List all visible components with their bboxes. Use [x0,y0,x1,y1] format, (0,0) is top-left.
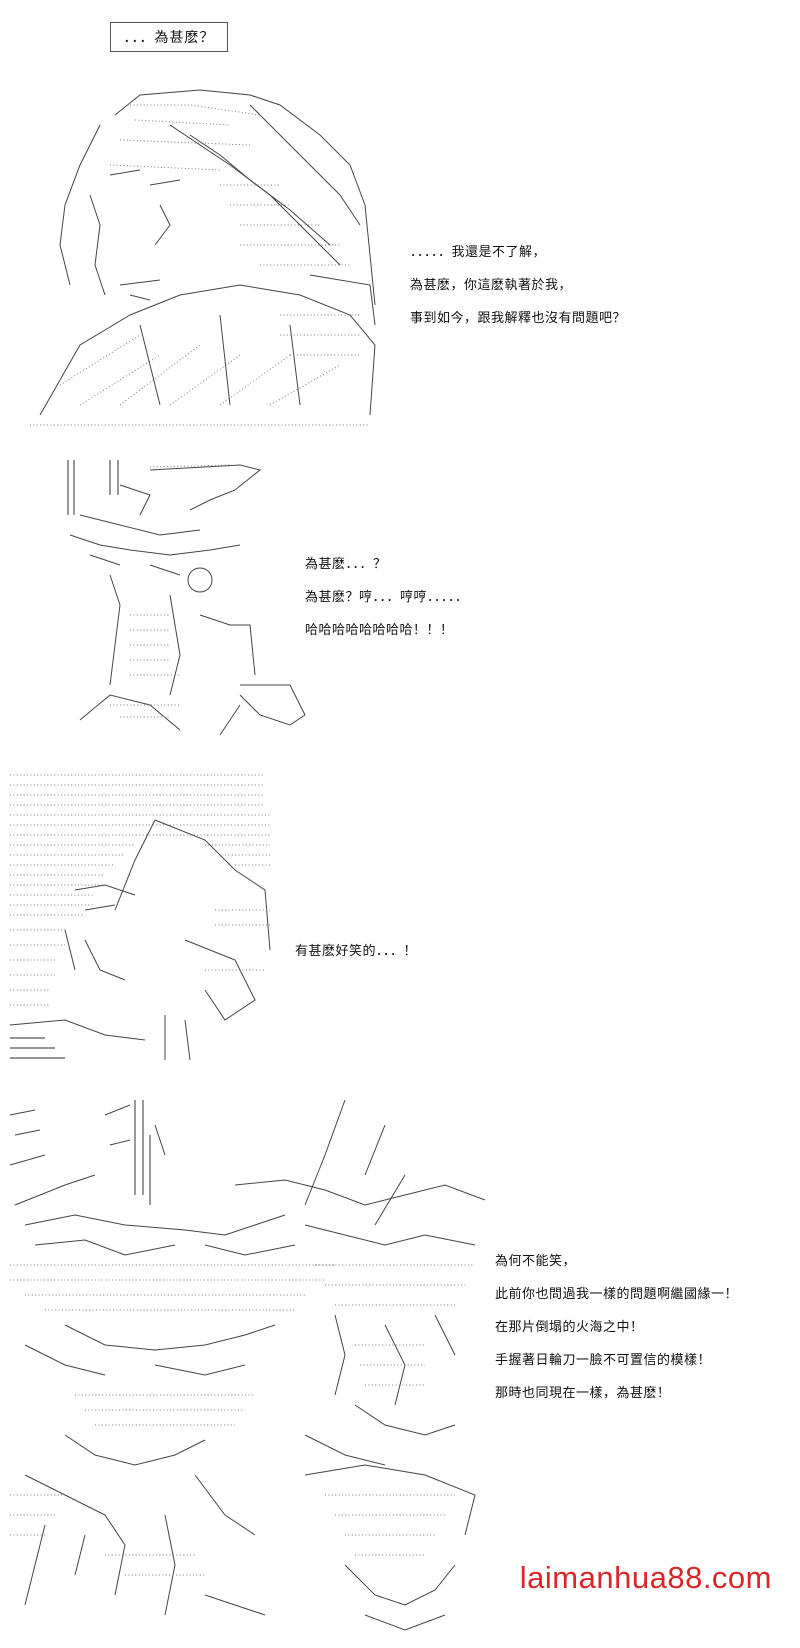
dialogue-line: 為甚麽．．．？ [305,557,387,572]
dialogue-line: 哈哈哈哈哈哈哈哈！！！ [305,623,454,638]
dialogue-line: ．．．．．我還是不了解， [410,245,547,260]
dialogue-line: 在那片倒塌的火海之中！ [495,1320,644,1335]
dialogue-panel-4: 為何不能笑， 此前你也問過我一樣的問題啊繼國緣一！ 在那片倒塌的火海之中！ 手握… [495,1245,738,1410]
dialogue-line: 有甚麽好笑的．．．！ [295,944,418,959]
dialogue-line: 為甚麽？哼．．．哼哼．．．．． [305,590,469,605]
ascii-art-panel-2 [60,455,320,745]
caption-box: ．．．為甚麽？ [110,22,228,52]
ascii-art-panel-4 [5,1095,495,1635]
dialogue-line: 事到如今，跟我解釋也沒有問題吧？ [410,311,627,326]
dialogue-line: 為甚麽，你這麽執著於我， [410,278,573,293]
ascii-art-panel-3 [5,770,280,1070]
dialogue-line: 那時也同現在一樣，為甚麽！ [495,1386,671,1401]
dialogue-panel-3: 有甚麽好笑的．．．！ [295,935,417,968]
ascii-art-panel-1 [20,85,390,440]
caption-text: ．．．為甚麽？ [123,30,215,46]
dialogue-panel-2: 為甚麽．．．？ 為甚麽？哼．．．哼哼．．．．． 哈哈哈哈哈哈哈哈！！！ [305,548,469,647]
dialogue-line: 手握著日輪刀一臉不可置信的模樣！ [495,1353,712,1368]
dialogue-line: 為何不能笑， [495,1254,577,1269]
watermark: laimanhua88.com [519,1560,772,1595]
dialogue-line: 此前你也問過我一樣的問題啊繼國緣一！ [495,1287,739,1302]
dialogue-panel-1: ．．．．．我還是不了解， 為甚麽，你這麽執著於我， 事到如今，跟我解釋也沒有問題… [410,236,626,335]
